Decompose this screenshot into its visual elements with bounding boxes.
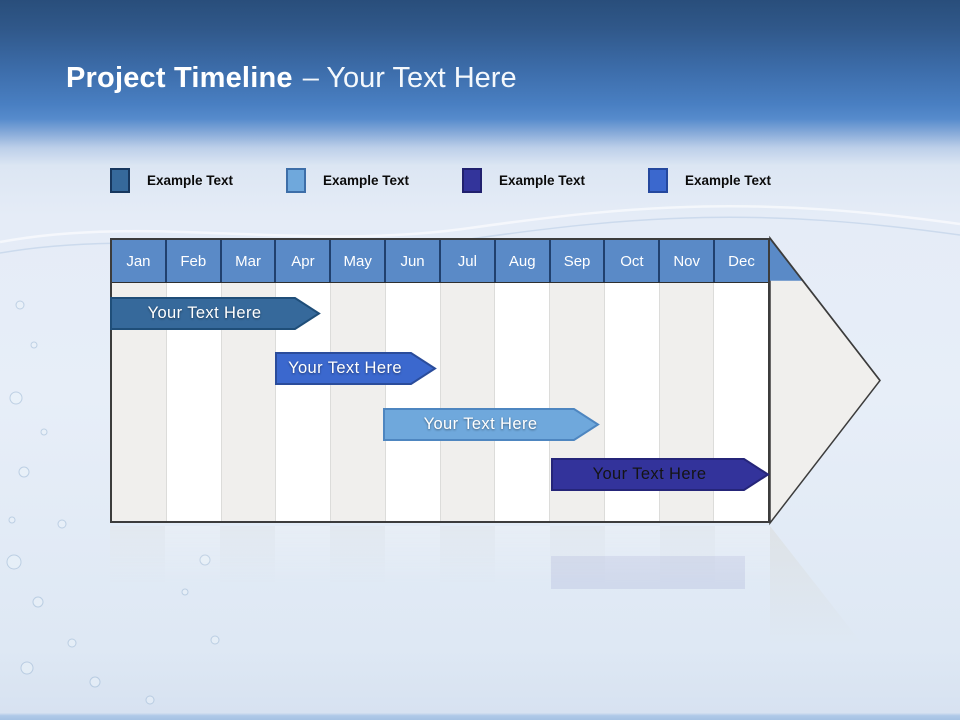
legend-swatch xyxy=(648,168,668,193)
bar-label: Your Text Here xyxy=(147,304,262,322)
month-cell[interactable]: Apr xyxy=(276,240,332,282)
month-column xyxy=(495,283,550,521)
bar-label: Your Text Here xyxy=(288,359,402,377)
month-column xyxy=(385,283,441,521)
month-cell[interactable]: Dec xyxy=(728,252,755,270)
slide-title-primary: Project Timeline xyxy=(66,62,293,94)
timeline-arrow-head[interactable] xyxy=(769,235,881,526)
slide-title[interactable]: Project Timeline – Your Text Here xyxy=(66,62,517,95)
month-cell[interactable]: Oct xyxy=(605,240,661,282)
legend-label: Example Text xyxy=(323,173,410,188)
month-cell[interactable]: Feb xyxy=(167,240,222,282)
month-column xyxy=(440,283,496,521)
bar-label: Your Text Here xyxy=(423,415,538,433)
bar-arrow-shape xyxy=(383,408,600,441)
legend-swatch xyxy=(286,168,306,193)
legend-item[interactable]: Example Text xyxy=(110,168,233,193)
legend-label: Example Text xyxy=(499,173,586,188)
timeline-bar-3[interactable]: Your Text Here xyxy=(383,408,600,441)
legend-item[interactable]: Example Text xyxy=(462,168,585,193)
month-cell[interactable]: May xyxy=(331,240,387,282)
month-cell[interactable]: Mar xyxy=(222,240,277,282)
slide-title-secondary: – Your Text Here xyxy=(302,62,517,94)
month-column xyxy=(331,283,386,521)
month-cell[interactable]: Jan xyxy=(112,240,167,282)
month-cell[interactable]: Jul xyxy=(441,240,496,282)
legend-item[interactable]: Example Text xyxy=(648,168,771,193)
timeline-bar-2[interactable]: Your Text Here xyxy=(275,352,437,385)
month-cell[interactable]: Aug xyxy=(496,240,551,282)
month-cell[interactable]: Sep xyxy=(551,240,606,282)
timeline-bar-4[interactable]: Your Text Here xyxy=(551,458,770,491)
legend-swatch xyxy=(462,168,482,193)
month-cell[interactable]: Jun xyxy=(386,240,441,282)
legend-item[interactable]: Example Text xyxy=(286,168,409,193)
bar-arrow-shape xyxy=(110,297,321,330)
month-header: Jan Feb Mar Apr May Jun Jul Aug Sep Oct … xyxy=(112,240,768,283)
bar-arrow-shape xyxy=(275,352,437,385)
bar-arrow-shape xyxy=(551,458,770,491)
bar-label: Your Text Here xyxy=(592,465,707,483)
legend-label: Example Text xyxy=(685,173,772,188)
legend-swatch xyxy=(110,168,130,193)
timeline-bar-1[interactable]: Your Text Here xyxy=(110,297,321,330)
legend-label: Example Text xyxy=(147,173,234,188)
month-cell[interactable]: Nov xyxy=(660,240,716,282)
table-reflection xyxy=(110,526,770,590)
